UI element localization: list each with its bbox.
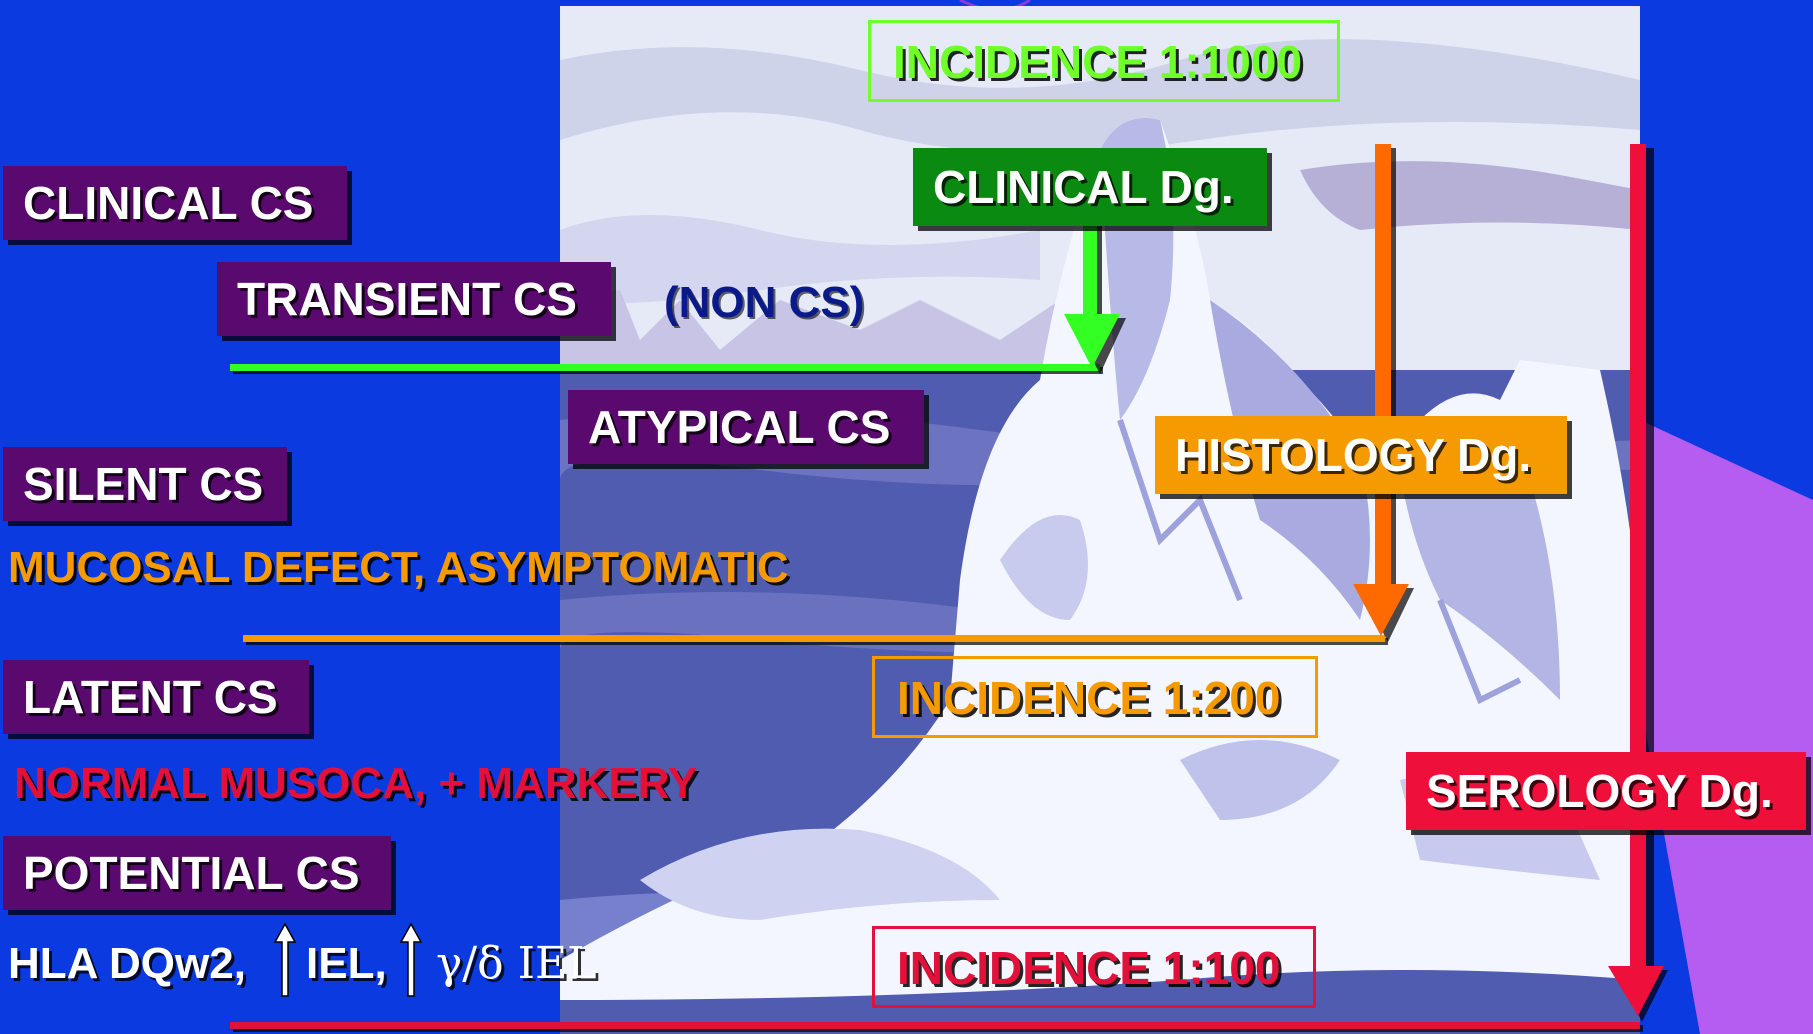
potential-note-gamma-delta: γ/δ IEL bbox=[436, 938, 597, 989]
incidence-middle-box: INCIDENCE 1:200 bbox=[872, 656, 1318, 738]
incidence-bottom-box: INCIDENCE 1:100 bbox=[872, 926, 1316, 1008]
iceberg-crease bbox=[1117, 419, 1243, 602]
histology-arrow bbox=[1353, 144, 1414, 642]
up-arrow-icon bbox=[273, 922, 297, 997]
iceberg-shade bbox=[640, 828, 1000, 920]
potential-note-iel: IEL, bbox=[306, 939, 387, 988]
silent-cs-text: SILENT CS bbox=[23, 458, 264, 510]
clinical-arrow bbox=[1064, 222, 1126, 374]
clinical-cs-text: CLINICAL CS bbox=[23, 177, 314, 229]
transient-cs-label: TRANSIENT CS bbox=[217, 262, 611, 336]
silent-cs-note: MUCOSAL DEFECT, ASYMPTOMATIC bbox=[8, 543, 789, 592]
clinical-dg-text: CLINICAL Dg. bbox=[933, 161, 1234, 213]
sky-cloud bbox=[560, 39, 1640, 153]
incidence-top-box: INCIDENCE 1:1000 bbox=[868, 20, 1340, 102]
distant-ice bbox=[560, 290, 1060, 370]
serology-dg-text: SEROLOGY Dg. bbox=[1426, 765, 1773, 817]
latent-cs-note: NORMAL MUSOCA, + MARKERY bbox=[14, 759, 698, 808]
clinical-cs-label: CLINICAL CS bbox=[3, 166, 347, 240]
latent-cs-label: LATENT CS bbox=[3, 660, 309, 734]
incidence-top-text: INCIDENCE 1:1000 bbox=[893, 36, 1303, 88]
latent-cs-text: LATENT CS bbox=[23, 671, 278, 723]
silent-cs-label: SILENT CS bbox=[3, 447, 287, 521]
iceberg-shade bbox=[1180, 740, 1340, 820]
incidence-middle-text: INCIDENCE 1:200 bbox=[897, 672, 1281, 724]
potential-cs-text: POTENTIAL CS bbox=[23, 847, 360, 899]
clinical-dg-box: CLINICAL Dg. bbox=[913, 148, 1267, 226]
atypical-cs-label: ATYPICAL CS bbox=[568, 390, 924, 464]
histology-threshold-line bbox=[243, 635, 1385, 642]
clinical-threshold-line bbox=[230, 364, 1100, 371]
iceberg bbox=[560, 118, 1640, 1000]
violet-decor-shape bbox=[1640, 420, 1813, 1034]
iceberg-shade bbox=[1400, 438, 1560, 700]
up-arrow-icon bbox=[399, 922, 423, 997]
atypical-cs-text: ATYPICAL CS bbox=[588, 401, 891, 453]
incidence-bottom-text: INCIDENCE 1:100 bbox=[897, 942, 1281, 994]
non-cs-note: (NON CS) bbox=[664, 278, 865, 327]
serology-arrow bbox=[1608, 144, 1668, 1022]
sky-cloud bbox=[560, 215, 1040, 304]
serology-threshold-line bbox=[230, 1022, 1640, 1029]
potential-cs-label: POTENTIAL CS bbox=[3, 836, 391, 910]
transient-cs-text: TRANSIENT CS bbox=[237, 273, 577, 325]
histology-dg-box: HISTOLOGY Dg. bbox=[1155, 416, 1567, 494]
potential-note-hla: HLA DQw2, bbox=[8, 939, 246, 988]
iceberg-shade bbox=[1000, 515, 1088, 620]
iceberg-crease bbox=[1437, 598, 1522, 705]
histology-dg-text: HISTOLOGY Dg. bbox=[1175, 429, 1532, 481]
serology-dg-box: SEROLOGY Dg. bbox=[1406, 752, 1806, 830]
